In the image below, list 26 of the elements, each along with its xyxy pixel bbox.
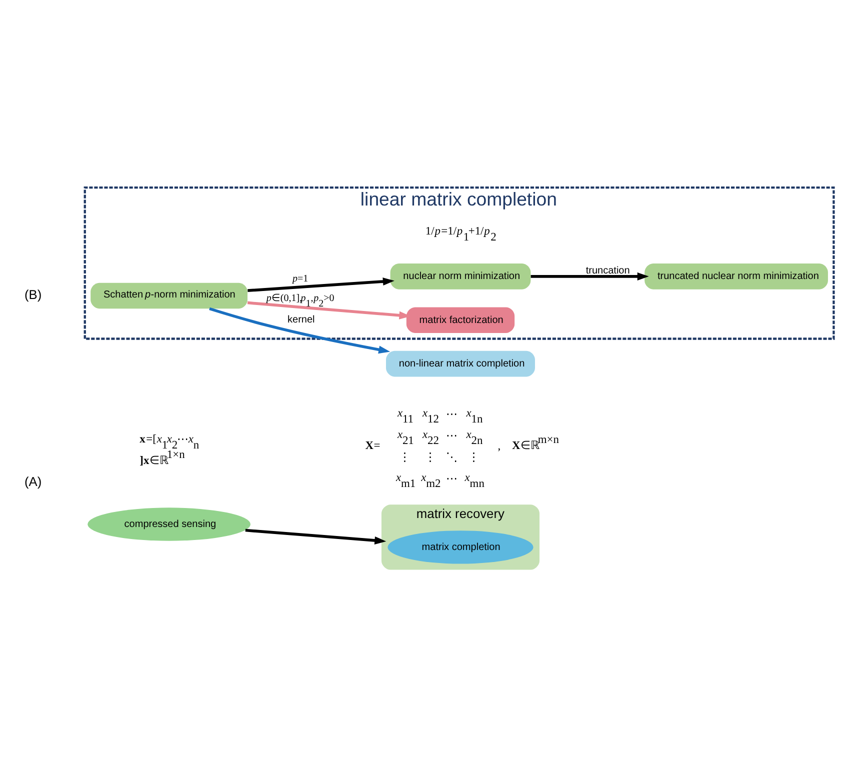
label: ⋮ bbox=[424, 451, 436, 464]
node-box: truncated nuclear norm minimization bbox=[644, 264, 828, 290]
label: ⋯ bbox=[446, 472, 458, 485]
label: (A) bbox=[24, 474, 42, 489]
edge-label: kernel bbox=[287, 314, 315, 326]
node-box: non-linear matrix completion bbox=[386, 350, 535, 377]
node-box: matrix factorization bbox=[406, 307, 515, 334]
arrow bbox=[245, 528, 386, 544]
node-box: Schatten p-norm minimization bbox=[90, 282, 248, 309]
arrow bbox=[209, 307, 390, 354]
label: ⋯ bbox=[446, 430, 458, 442]
node-box: nuclear norm minimization bbox=[390, 264, 531, 290]
edge-label: p=1 bbox=[292, 274, 308, 285]
arrow bbox=[530, 272, 649, 280]
label: ⋯ bbox=[446, 408, 458, 420]
label: ⋱ bbox=[446, 451, 458, 464]
node-ellipse: compressed sensing bbox=[88, 508, 250, 541]
label: , bbox=[498, 440, 501, 453]
label: X= bbox=[365, 440, 380, 452]
node-ellipse: matrix completion bbox=[388, 530, 534, 564]
arrow bbox=[248, 278, 394, 292]
label: (B) bbox=[24, 286, 42, 302]
label: ⋮ bbox=[468, 451, 480, 464]
edge-label: truncation bbox=[586, 266, 630, 277]
label: ]x bbox=[140, 454, 150, 467]
label: ⋮ bbox=[399, 451, 410, 464]
